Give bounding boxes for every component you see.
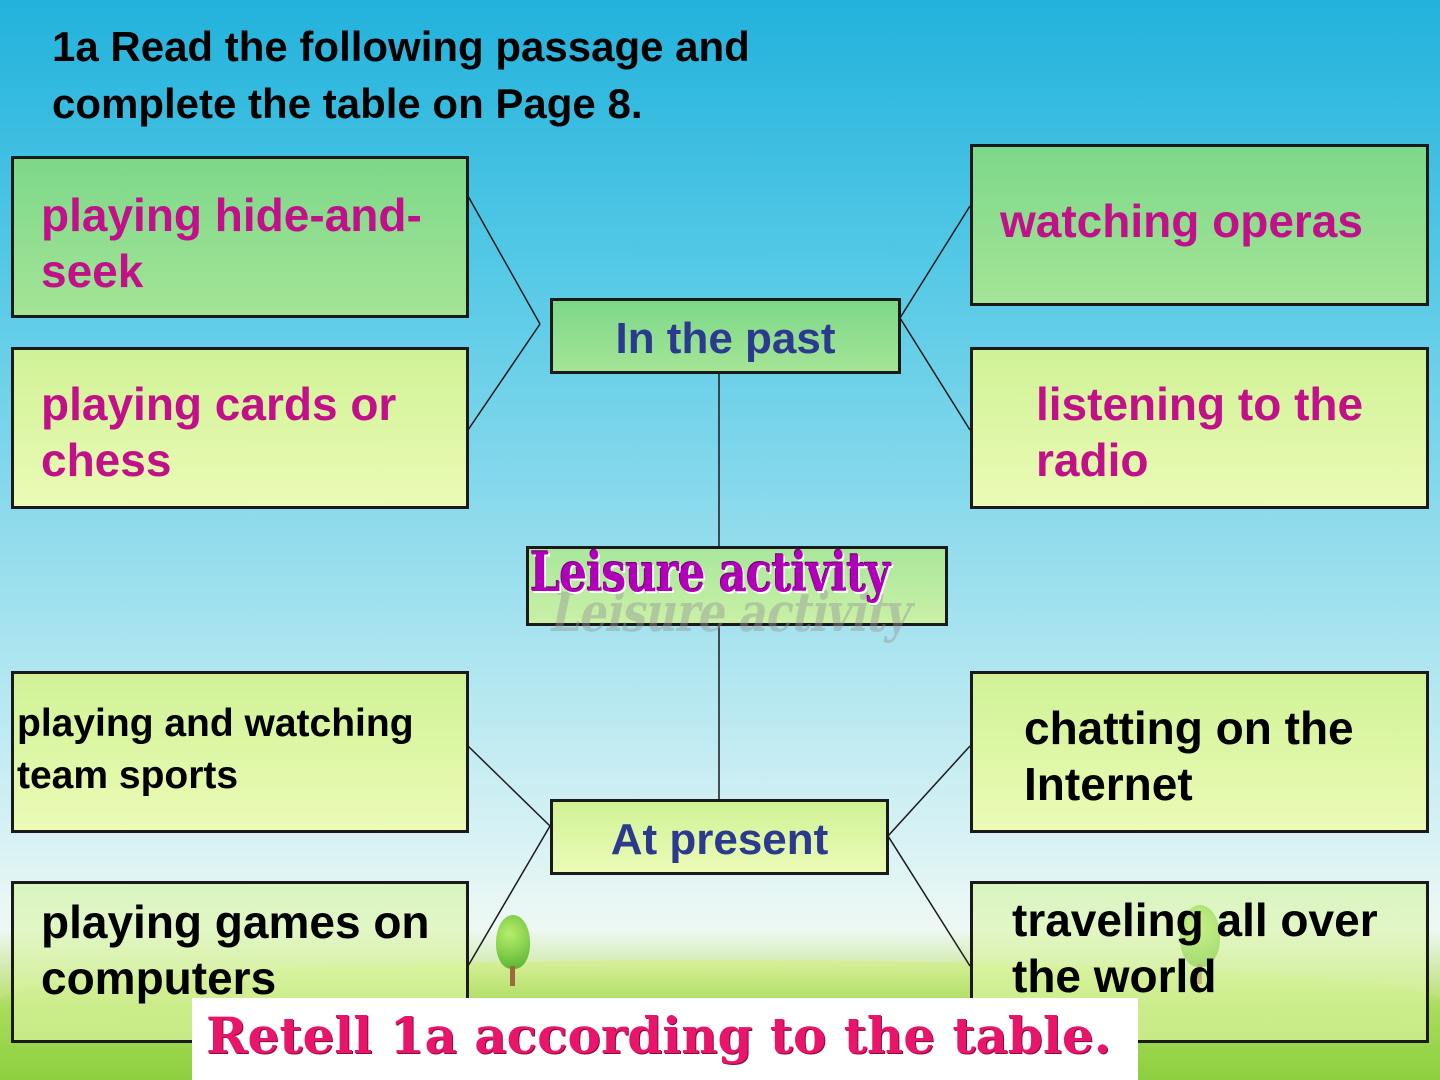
tree-trunk-decoration	[510, 966, 515, 986]
item-text: seek	[41, 245, 144, 297]
hub-label: At present	[610, 815, 829, 864]
past-item-cards-or-chess: playing cards or chess	[11, 347, 469, 509]
item-text: traveling all over	[1012, 894, 1378, 946]
connector-line	[899, 205, 971, 319]
connector-line	[467, 323, 541, 431]
item-text: team sports	[17, 754, 239, 797]
connector-line	[899, 317, 971, 431]
item-text: listening to the	[1036, 378, 1364, 430]
past-item-hide-and-seek: playing hide-and- seek	[11, 156, 469, 318]
item-text: radio	[1036, 434, 1149, 486]
connector-line	[467, 825, 551, 967]
connector-line	[467, 745, 551, 827]
past-item-listening-radio: listening to the radio	[970, 347, 1429, 509]
center-label: Leisure activity	[530, 540, 891, 604]
center-node	[526, 546, 948, 626]
item-text: playing and watching	[17, 702, 414, 745]
instruction-title: 1a Read the following passage and comple…	[52, 18, 952, 132]
past-item-watching-operas: watching operas	[970, 144, 1429, 306]
item-text: chatting on the	[1024, 702, 1354, 754]
hub-label: In the past	[615, 314, 836, 363]
item-text: watching operas	[1000, 195, 1363, 247]
item-text: playing hide-and-	[41, 189, 422, 241]
item-text: Internet	[1024, 758, 1193, 810]
retell-banner: Retell 1a according to the table.	[192, 998, 1138, 1080]
item-text: playing games on	[41, 896, 430, 948]
item-text: the world	[1012, 950, 1217, 1002]
tree-decoration	[496, 915, 530, 969]
hub-in-the-past: In the past	[550, 298, 901, 374]
present-item-chatting-internet: chatting on the Internet	[970, 671, 1429, 833]
item-text: playing cards or	[41, 378, 397, 430]
present-item-team-sports: playing and watching team sports	[11, 671, 469, 833]
item-text: chess	[41, 434, 172, 486]
connector-line	[467, 195, 541, 325]
instruction-line-1: 1a Read the following passage and	[52, 23, 750, 70]
retell-instruction: Retell 1a according to the table.	[206, 1006, 1112, 1065]
connector-line	[887, 835, 971, 967]
connector-line	[887, 745, 971, 837]
hub-at-present: At present	[550, 799, 889, 875]
instruction-line-2: complete the table on Page 8.	[52, 80, 643, 127]
item-text: computers	[41, 952, 277, 1004]
